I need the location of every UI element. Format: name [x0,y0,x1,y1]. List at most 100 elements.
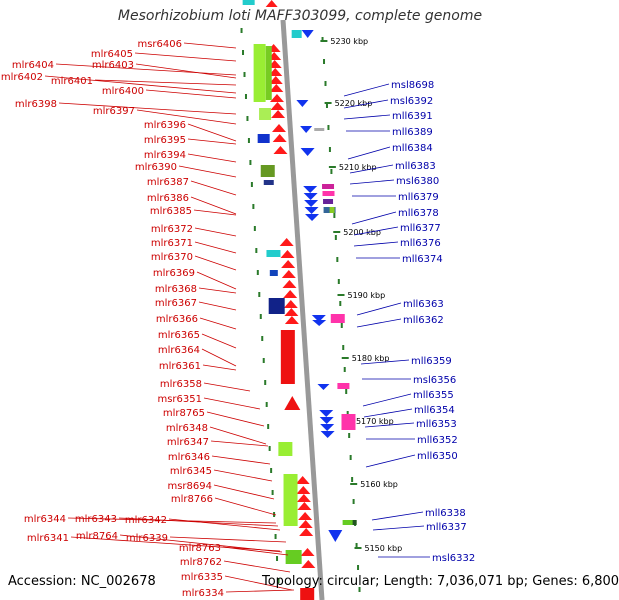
gene-block-magenta [330,314,345,323]
kbp-tick-label: 5210 kbp [339,163,377,172]
left-leader-line [178,165,237,178]
left-gene-label: mlr6390 [135,162,177,173]
left-gene-label: mlr8765 [163,408,205,419]
left-leader-line [135,63,237,79]
right-leader-line [353,241,399,247]
left-leader-line [190,180,237,196]
left-leader-line [202,364,237,371]
left-track-dot [261,336,264,341]
left-leader-line [55,63,237,76]
kbp-tick-label: 5230 kbp [330,37,368,46]
left-leader-line [183,42,237,49]
left-gene-label: mlr6342 [125,515,167,526]
kbp-tick-label: 5170 kbp [356,417,394,426]
right-gene-label: mll6350 [417,451,458,462]
left-leader-line [211,455,271,465]
left-leader-line [224,575,293,591]
gene-block-olive [352,520,357,525]
gene-block-cyan [266,250,281,257]
left-gene-label: mlr6345 [170,466,212,477]
right-track-dot [342,345,345,350]
forward-gene-arrow [265,0,278,7]
left-gene-label: mlr6396 [144,120,186,131]
left-gene-label: mlr8764 [76,531,118,542]
right-track-dot [324,81,327,86]
right-leader-line [362,393,412,407]
left-leader-line [194,255,237,271]
right-gene-label: mll6363 [403,299,444,310]
backbone-line [280,19,325,600]
gene-block-green [283,520,298,526]
right-leader-line [356,302,402,316]
gene-block-red-long [280,330,295,384]
reverse-gene-arrow [304,200,319,207]
gene-block-green [253,44,266,102]
left-leader-line [225,589,295,593]
right-leader-line [343,114,391,120]
right-leader-line [363,408,413,418]
left-gene-label: msr6406 [137,39,182,50]
left-gene-label: mlr6405 [91,49,133,60]
left-track-dot [247,138,250,143]
right-track-dot [337,279,340,284]
left-track-dot [246,116,249,121]
kbp-tick-label: 5220 kbp [335,99,373,108]
gene-block-green [329,207,335,213]
forward-gene-arrow [284,396,301,410]
left-track-dot [271,490,274,495]
left-gene-label: mlr6369 [153,268,195,279]
left-gene-label: mlr6366 [156,314,198,325]
right-track-dot [349,455,352,460]
right-track-dot [323,59,326,64]
left-gene-label: mlr6394 [144,150,186,161]
left-leader-line [203,382,251,392]
right-gene-label: mll6374 [402,254,443,265]
topology-info: Topology: circular; Length: 7,036,071 bp… [262,574,619,589]
forward-gene-arrow [296,486,311,494]
right-gene-label: msl6356 [413,375,456,386]
left-track-dot [270,468,273,473]
reverse-gene-arrow [320,424,335,431]
gene-block-red-long [300,588,315,600]
left-gene-label: mlr6334 [182,588,224,599]
reverse-gene-arrow [301,30,314,38]
left-track-dot [267,424,270,429]
forward-gene-arrow [296,494,311,502]
left-leader-line [44,75,237,94]
left-gene-label: msr8694 [167,481,212,492]
left-gene-label: mlr6401 [51,76,93,87]
right-gene-label: mll6354 [414,405,455,416]
left-gene-label: mlr6398 [15,99,57,110]
gene-block-navy [268,298,285,314]
accession-text: Accession: NC_002678 [8,574,156,589]
gene-block-navy [269,270,278,276]
reverse-gene-arrow [305,214,320,221]
left-leader-line [198,301,237,311]
left-gene-label: mlr6370 [151,252,193,263]
left-gene-label: mlr6386 [147,193,189,204]
reverse-gene-arrow [296,100,309,107]
forward-gene-arrow [271,110,286,118]
kbp-tick-label: 5190 kbp [347,291,385,300]
left-track-dot [253,226,256,231]
reverse-gene-arrow [319,410,334,417]
gene-block-olive [260,165,275,177]
left-gene-label: mlr6346 [168,452,210,463]
left-track-dot [268,446,271,451]
left-track-dot [265,402,268,407]
right-track-dot [336,257,339,262]
reverse-gene-arrow [303,193,318,200]
right-track-dot [330,169,333,174]
kbp-tick-label: 5150 kbp [365,544,403,553]
right-leader-line [360,359,410,365]
forward-gene-arrow [269,94,284,102]
right-leader-line [347,146,391,160]
left-gene-label: mlr6372 [151,224,193,235]
left-track-dot [249,160,252,165]
left-gene-label: mlr6339 [126,533,168,544]
forward-gene-arrow [281,270,296,278]
forward-gene-arrow [299,528,314,536]
left-gene-label: mlr6368 [155,284,197,295]
forward-gene-arrow [298,512,313,520]
right-leader-line [364,422,415,428]
